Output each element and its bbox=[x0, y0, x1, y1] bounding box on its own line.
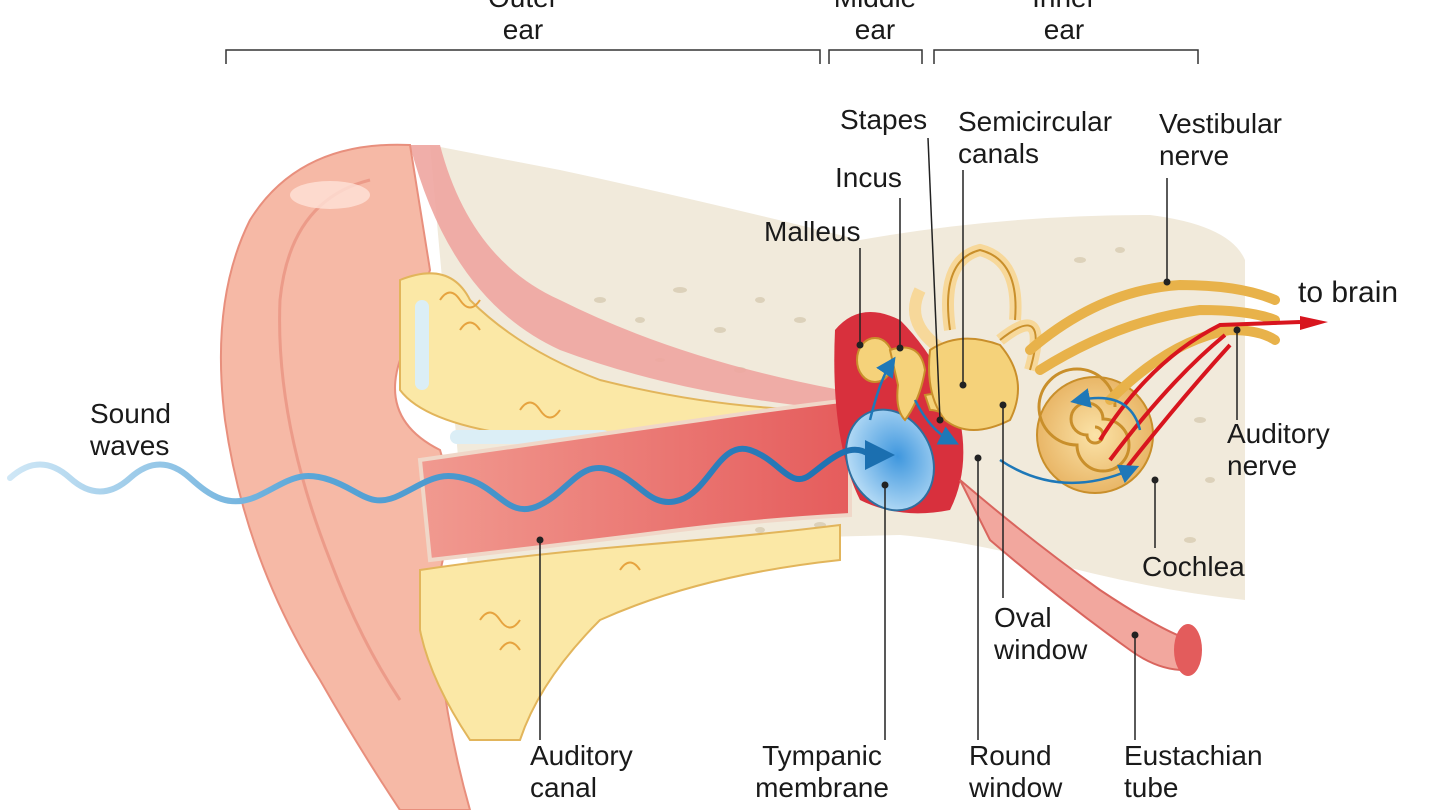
label-line: Malleus bbox=[764, 216, 861, 247]
leader-lines bbox=[539, 137, 1238, 740]
label-line: Eustachian bbox=[1124, 740, 1263, 771]
label-semicircular-canals: Semicircular canals bbox=[958, 106, 1112, 170]
bracket-middle-ear bbox=[828, 49, 923, 64]
label-line: Auditory bbox=[530, 740, 633, 771]
pinna-fold bbox=[278, 178, 402, 701]
label-line: Incus bbox=[835, 162, 902, 193]
cartilage-highlight bbox=[415, 300, 429, 390]
label-line: to brain bbox=[1298, 276, 1399, 309]
label-line: membrane bbox=[755, 772, 889, 803]
bracket-inner-ear bbox=[933, 49, 1199, 64]
label-incus: Incus bbox=[835, 162, 902, 194]
label-stapes: Stapes bbox=[840, 104, 927, 136]
label-line: window bbox=[969, 772, 1063, 803]
label-inner-ear: Inner ear bbox=[1032, 0, 1096, 46]
label-line: Stapes bbox=[840, 104, 928, 135]
label-outer-ear: Outer ear bbox=[488, 0, 558, 46]
bracket-outer-ear bbox=[225, 49, 821, 64]
leader-dots bbox=[536, 278, 1241, 639]
label-auditory-canal: Auditory canal bbox=[530, 740, 633, 804]
auditory-canal bbox=[417, 397, 852, 563]
sound-wave-arrowhead bbox=[865, 440, 895, 470]
label-cochlea: Cochlea bbox=[1142, 551, 1245, 583]
vestibule bbox=[928, 337, 1019, 431]
label-line: Vestibular bbox=[1159, 108, 1282, 139]
label-line: nerve bbox=[1159, 140, 1230, 171]
pinna-highlight bbox=[290, 181, 370, 209]
label-line: canal bbox=[530, 772, 597, 803]
label-line: Sound bbox=[90, 398, 171, 429]
label-line: ear bbox=[1043, 14, 1085, 45]
label-to-brain: to brain bbox=[1298, 277, 1398, 309]
label-tympanic-membrane: Tympanic membrane bbox=[755, 740, 889, 804]
label-line: tube bbox=[1124, 772, 1179, 803]
label-line: window bbox=[994, 634, 1088, 665]
label-malleus: Malleus bbox=[764, 216, 860, 248]
label-middle-ear: Middle ear bbox=[834, 0, 916, 46]
label-oval-window: Oval window bbox=[994, 602, 1087, 666]
label-line: Outer bbox=[488, 0, 558, 14]
label-sound-waves: Sound waves bbox=[90, 398, 171, 462]
label-eustachian-tube: Eustachian tube bbox=[1124, 740, 1263, 804]
cochlea-spiral bbox=[1037, 367, 1131, 473]
label-round-window: Round window bbox=[969, 740, 1062, 804]
semicircular-canals-outline bbox=[947, 248, 1037, 371]
label-vestibular-nerve: Vestibular nerve bbox=[1159, 108, 1282, 172]
label-auditory-nerve: Auditory nerve bbox=[1227, 418, 1330, 482]
sound-wave bbox=[7, 445, 873, 513]
cartilage-lower bbox=[419, 523, 841, 741]
label-line: Round bbox=[969, 740, 1052, 771]
label-line: Cochlea bbox=[1142, 551, 1245, 582]
auditory-nerve-signal bbox=[1098, 320, 1301, 472]
label-line: nerve bbox=[1227, 450, 1298, 481]
cartilage-veins bbox=[439, 291, 641, 651]
tympanic-membrane bbox=[845, 408, 935, 512]
label-line: canals bbox=[958, 138, 1039, 169]
signal-flow-arrows bbox=[868, 356, 1142, 485]
label-line: Tympanic bbox=[762, 740, 882, 771]
to-brain-arrow bbox=[1300, 316, 1328, 330]
muscle-tissue bbox=[410, 145, 840, 410]
eustachian-opening bbox=[1174, 624, 1202, 676]
label-line: ear bbox=[854, 14, 896, 45]
label-line: Auditory bbox=[1227, 418, 1330, 449]
label-line: ear bbox=[502, 14, 544, 45]
label-line: Oval bbox=[994, 602, 1052, 633]
label-line: waves bbox=[90, 430, 170, 461]
label-line: Middle bbox=[834, 0, 916, 14]
label-line: Semicircular bbox=[958, 106, 1113, 137]
label-line: Inner bbox=[1032, 0, 1096, 14]
nerve-bundle bbox=[1025, 279, 1280, 405]
